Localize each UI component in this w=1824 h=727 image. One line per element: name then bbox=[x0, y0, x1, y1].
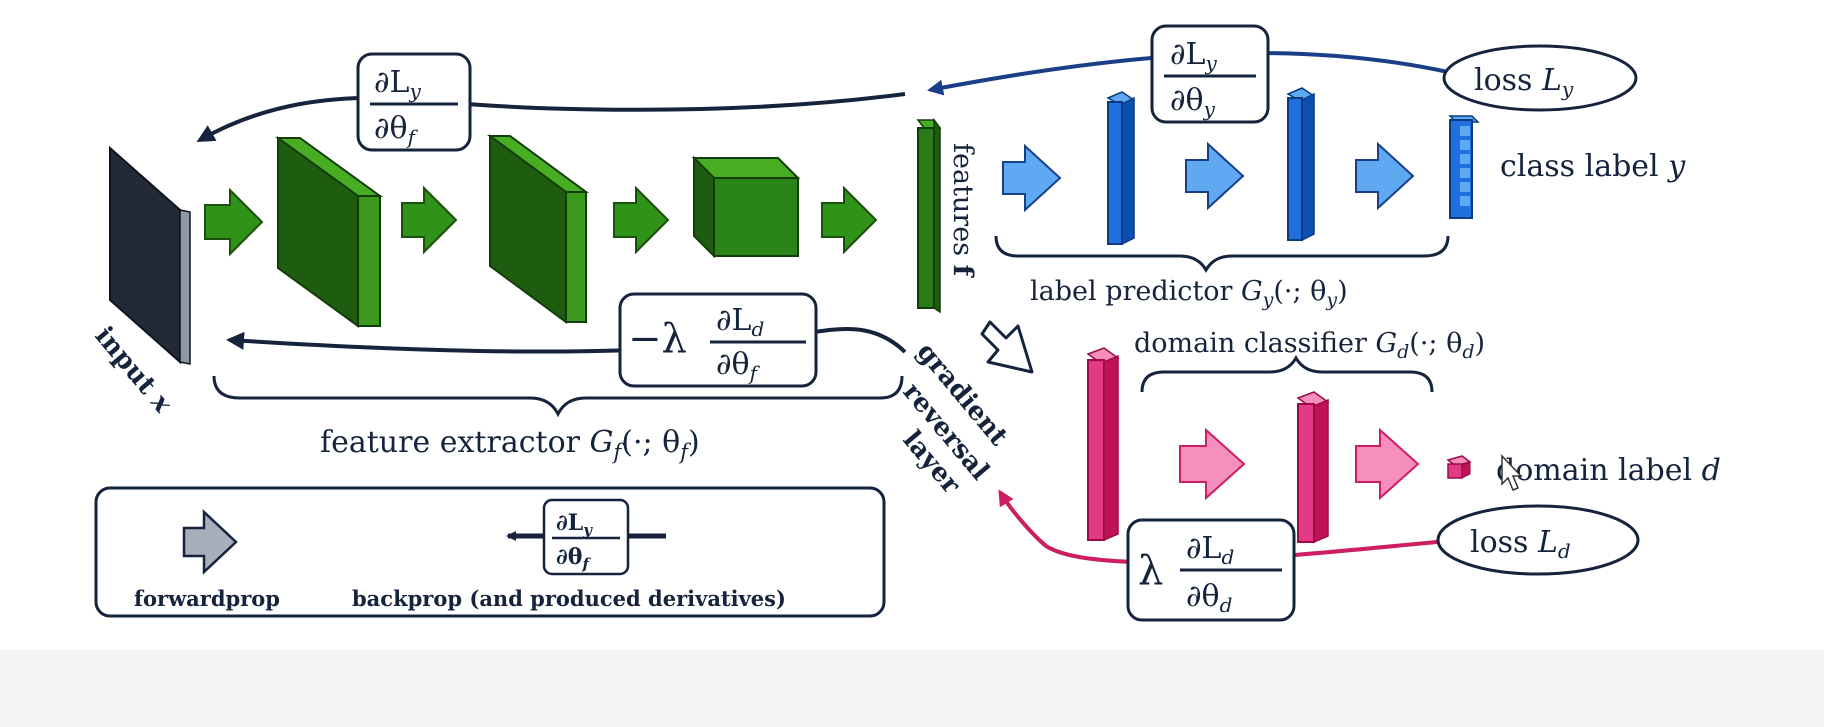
svg-text:∂Ly: ∂Ly bbox=[374, 65, 421, 103]
label-predictor-brace bbox=[994, 235, 1450, 274]
domain-classifier-layer-1 bbox=[1086, 347, 1120, 542]
class-output-vector bbox=[1448, 115, 1480, 219]
conv-block-1 bbox=[274, 136, 384, 328]
svg-text:∂Ly: ∂Ly bbox=[556, 510, 593, 539]
loss-ly-ellipse: loss Ly bbox=[1442, 44, 1638, 112]
forward-arrow-2 bbox=[401, 185, 458, 255]
loss-ld-ellipse: loss Ld bbox=[1436, 504, 1640, 576]
deriv-box-neg-lambda-dLd-dthetaf: −λ ∂Ld ∂θf bbox=[618, 292, 818, 388]
label-predictor-caption: label predictor Gy(·; θy) bbox=[1030, 276, 1348, 311]
deriv-box-lambda-dLd-dthetad: λ ∂Ld ∂θd bbox=[1126, 518, 1296, 622]
label-predictor-layer-1 bbox=[1106, 91, 1136, 246]
domain-label-text: domain label d bbox=[1496, 453, 1721, 488]
gradient-reversal-arrow bbox=[980, 320, 1034, 374]
deriv-box-dLy-dthetaf: ∂Ly ∂θf bbox=[356, 52, 472, 152]
feature-extractor-brace bbox=[212, 375, 904, 418]
forward-arrow-4 bbox=[821, 185, 878, 255]
svg-text:∂θd: ∂θd bbox=[1186, 579, 1232, 617]
forward-arrow-3 bbox=[613, 185, 670, 255]
domain-classifier-layer-2 bbox=[1296, 391, 1330, 544]
deriv-box-dLy-dthetay: ∂Ly ∂θy bbox=[1150, 24, 1270, 124]
svg-text:∂Ld: ∂Ld bbox=[716, 303, 764, 341]
conv-block-3 bbox=[691, 155, 801, 259]
backprop-arrow-top bbox=[196, 92, 906, 142]
label-predictor-arrow-2 bbox=[1185, 141, 1245, 211]
label-predictor-arrow-3 bbox=[1355, 141, 1415, 211]
label-predictor-layer-2 bbox=[1286, 87, 1316, 242]
domain-adaptation-diagram: features f class label y label predictor… bbox=[89, 24, 1721, 622]
domain-output-cube bbox=[1446, 455, 1472, 479]
features-label: features f bbox=[947, 143, 978, 279]
svg-text:loss Ld: loss Ld bbox=[1470, 525, 1571, 563]
svg-text:∂θf: ∂θf bbox=[556, 544, 591, 573]
legend-backprop-label: backprop (and produced derivatives) bbox=[352, 586, 786, 611]
domain-classifier-caption: domain classifier Gd(·; θd) bbox=[1134, 328, 1485, 363]
domain-classifier-arrow-1 bbox=[1179, 427, 1246, 501]
svg-text:∂Ld: ∂Ld bbox=[1186, 531, 1234, 569]
features-vector bbox=[916, 117, 942, 314]
mouse-cursor-icon bbox=[1501, 454, 1523, 491]
svg-text:−λ: −λ bbox=[628, 316, 687, 362]
legend-forwardprop-label: forwardprop bbox=[134, 586, 280, 611]
conv-block-2 bbox=[486, 134, 590, 324]
svg-text:∂Ly: ∂Ly bbox=[1170, 37, 1217, 75]
diagram-canvas: features f class label y label predictor… bbox=[0, 0, 1824, 650]
domain-classifier-arrow-2 bbox=[1355, 427, 1420, 501]
label-predictor-arrow-1 bbox=[1002, 143, 1062, 213]
svg-text:λ: λ bbox=[1138, 548, 1163, 594]
svg-text:∂θy: ∂θy bbox=[1170, 83, 1216, 121]
domain-classifier-brace bbox=[1140, 354, 1434, 393]
legend-box: forwardprop ∂Ly ∂θf backprop (and produc… bbox=[94, 486, 886, 618]
feature-extractor-caption: feature extractor Gf(·; θf) bbox=[320, 425, 700, 464]
legend-forward-arrow-icon bbox=[182, 509, 238, 575]
forward-arrow-1 bbox=[204, 187, 264, 257]
input-layer bbox=[109, 145, 191, 365]
bottom-bar bbox=[0, 650, 1824, 727]
svg-text:loss Ly: loss Ly bbox=[1474, 63, 1574, 101]
class-label-text: class label y bbox=[1500, 149, 1686, 184]
